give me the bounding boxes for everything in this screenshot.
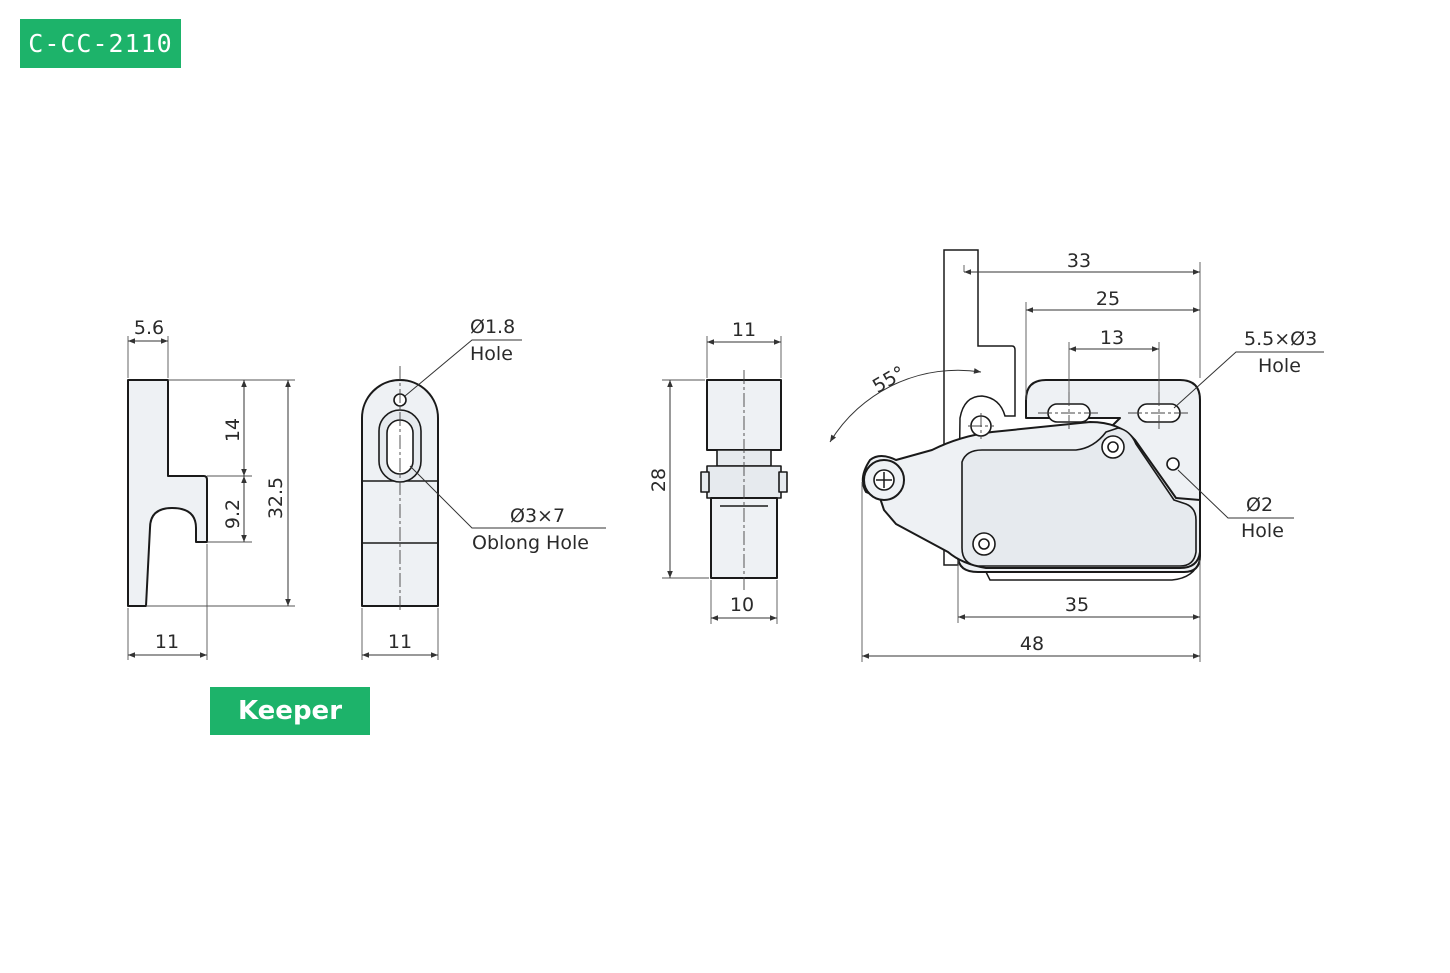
- keeper-label-badge: Keeper: [210, 687, 370, 735]
- label-small-hole-dia: Ø2: [1246, 494, 1273, 516]
- part-code-badge: C-CC-2110: [20, 19, 181, 68]
- dim-keeper-height: 32.5: [265, 477, 287, 519]
- label-small-hole-word: Hole: [1241, 520, 1284, 542]
- label-hole-dia: Ø1.8: [470, 316, 515, 338]
- label-oblong-dia: Ø3×7: [510, 505, 565, 527]
- label-slot-word: Hole: [1258, 355, 1301, 377]
- dim-latch-side-bottom: 10: [730, 594, 754, 616]
- latch-side-axle-left: [700, 471, 710, 493]
- latch-side-axle-right: [778, 471, 788, 493]
- dim-keeper-base: 11: [155, 631, 179, 653]
- keeper-front-view: Ø1.8 Hole Ø3×7 Oblong Hole 11: [361, 316, 606, 660]
- dim-latch-48: 48: [1020, 633, 1044, 655]
- dim-latch-33: 33: [1067, 250, 1091, 272]
- latch-main-view: 33 25 13 5.5×Ø3 Hole 55° Ø2 Hole: [829, 249, 1324, 662]
- pivot-pin: [1107, 441, 1119, 453]
- dim-keeper-hook-gap: 9.2: [222, 499, 244, 529]
- dim-latch-side-height: 28: [648, 468, 670, 492]
- dim-keeper-top-width: 5.6: [134, 317, 164, 339]
- dim-keeper-front-width: 11: [388, 631, 412, 653]
- label-slot-dia: 5.5×Ø3: [1244, 328, 1317, 350]
- dim-latch-25: 25: [1096, 288, 1120, 310]
- dim-latch-13: 13: [1100, 327, 1124, 349]
- angle-label: 55°: [869, 362, 909, 398]
- latch-inner-plate: [961, 427, 1197, 567]
- dim-latch-35: 35: [1065, 594, 1089, 616]
- keeper-side-outline: [127, 379, 208, 607]
- label-oblong-word: Oblong Hole: [472, 532, 589, 554]
- latch-side-view: 11 28 10: [648, 319, 788, 624]
- small-hole: [1166, 457, 1180, 471]
- dim-latch-side-top: 11: [732, 319, 756, 341]
- keeper-side-view: 5.6 14 9.2 32.5 11: [127, 317, 295, 660]
- label-hole-word: Hole: [470, 343, 513, 365]
- lower-rivet-pin: [978, 538, 990, 550]
- dim-keeper-hook-top: 14: [222, 418, 244, 442]
